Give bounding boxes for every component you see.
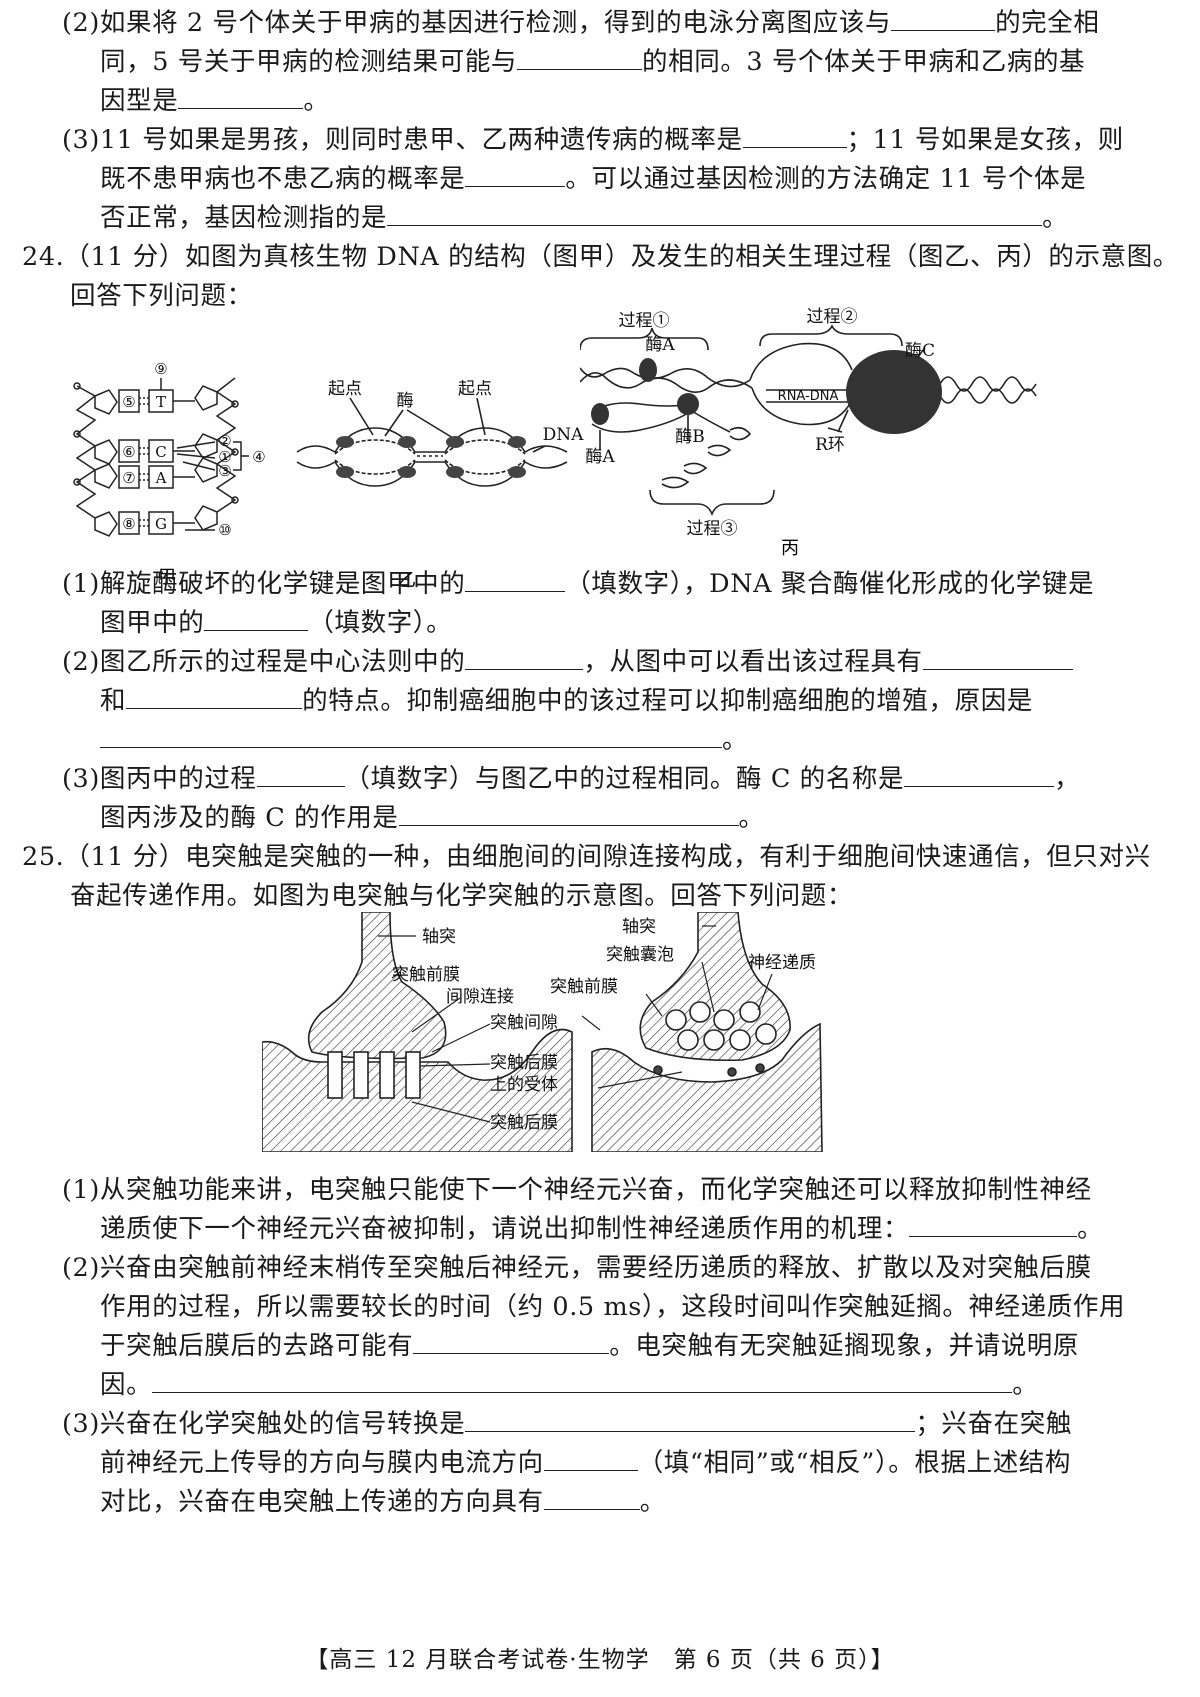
label-origin-1: 起点: [328, 380, 362, 399]
answer-blank[interactable]: [742, 125, 847, 148]
base-A: A: [155, 469, 167, 487]
base-G: G: [155, 515, 167, 533]
q24-p2-line2: 和的特点。抑制癌细胞中的该过程可以抑制癌细胞的增殖，原因是: [100, 686, 1033, 716]
q25-stem-line1: 25.（11 分）电突触是突触的一种，由细胞间的间隙连接构成，有利于细胞间快速通…: [22, 842, 1151, 872]
label-presynaptic-membrane-left: 突触前膜: [392, 965, 460, 985]
q23-p2-line1: (2)如果将 2 号个体关于甲病的基因进行检测，得到的电泳分离图应该与的完全相: [62, 8, 1100, 38]
figure-yi-replication: 起点 酶 起点 DNA 乙: [295, 380, 585, 590]
q23-p3-line3: 否正常，基因检测指的是。: [100, 203, 1069, 233]
num-1: ①: [218, 448, 231, 466]
label-r-loop: R环: [815, 435, 845, 455]
base-T: T: [156, 393, 166, 411]
q24-p2-line1: (2)图乙所示的过程是中心法则中的，从图中可以看出该过程具有: [62, 644, 1073, 680]
answer-blank[interactable]: [178, 86, 304, 109]
label-receptor-line2: 上的受体: [490, 1075, 558, 1095]
q23-p2-line3: 因型是。: [100, 86, 330, 116]
base-C: C: [155, 443, 166, 461]
num-3: ③: [218, 462, 231, 480]
label-receptor-line1: 突触后膜: [490, 1053, 558, 1073]
q24-stem-line1: 24.（11 分）如图为真核生物 DNA 的结构（图甲）及发生的相关生理过程（图…: [22, 242, 1179, 272]
answer-blank[interactable]: [517, 47, 643, 70]
answer-blank[interactable]: [465, 1409, 916, 1432]
q23-p2-line2: 同，5 号关于甲病的检测结果可能与的相同。3 号个体关于甲病和乙病的基: [100, 47, 1086, 77]
label-axon-left: 轴突: [422, 927, 456, 947]
answer-blank[interactable]: [909, 1214, 1078, 1237]
caption-jia: 甲: [158, 567, 176, 588]
label-enzyme-c: 酶C: [905, 341, 935, 361]
answer-blank[interactable]: [398, 803, 739, 826]
num-8: ⑧: [122, 515, 135, 533]
q25-stem-line2: 奋起传递作用。如图为电突触与化学突触的示意图。回答下列问题：: [70, 881, 854, 911]
num-10: ⑩: [218, 521, 231, 539]
num-5: ⑤: [122, 393, 135, 411]
q23-p3-line1: (3)11 号如果是男孩，则同时患甲、乙两种遗传病的概率是；11 号如果是女孩，…: [62, 125, 1124, 155]
q25-p3-line3: 对比，兴奋在电突触上传递的方向具有。: [100, 1487, 666, 1517]
answer-blank[interactable]: [152, 1370, 1013, 1393]
q25-p3-line2: 前神经元上传导的方向与膜内电流方向（填“相同”或“相反”）。根据上述结构: [100, 1448, 1071, 1478]
q24-p3-line1: (3)图丙中的过程（填数字）与图乙中的过程相同。酶 C 的名称是，: [62, 764, 1081, 794]
q24-p2-line3: 。: [100, 722, 748, 758]
answer-blank[interactable]: [126, 686, 303, 709]
num-6: ⑥: [122, 443, 135, 461]
num-2: ②: [218, 432, 231, 450]
answer-blank[interactable]: [465, 569, 566, 592]
answer-blank[interactable]: [387, 203, 1043, 226]
label-axon-right: 轴突: [622, 917, 656, 937]
q25-p2-line2: 作用的过程，所以需要较长的时间（约 0.5 ms），这段时间叫作突触延搁。神经递…: [100, 1292, 1126, 1322]
figure-synapses: 轴突 突触前膜 间隙连接 突触间隙 突触后膜 上的受体 突触后膜 轴突 突触囊泡…: [262, 912, 842, 1152]
label-enzyme-a-bottom: 酶A: [585, 447, 615, 467]
answer-blank[interactable]: [543, 1448, 638, 1471]
caption-bing: 丙: [781, 538, 799, 559]
answer-blank[interactable]: [465, 647, 584, 670]
label-rna-dna: RNA-DNA: [778, 389, 839, 404]
label-postsynaptic-membrane: 突触后膜: [490, 1113, 558, 1133]
label-origin-2: 起点: [458, 380, 492, 399]
label-synaptic-cleft: 突触间隙: [490, 1013, 558, 1033]
q24-stem-line2: 回答下列问题：: [70, 281, 253, 311]
figure-jia-dna-structure: ⑤ ⑥ ⑦ ⑧ T C A G ⑨ ② ① ③ ④ ⑩ 甲: [65, 358, 285, 588]
answer-blank[interactable]: [922, 647, 1073, 670]
q24-p3-line2: 图丙涉及的酶 C 的作用是。: [100, 803, 765, 833]
label-enzyme: 酶: [397, 391, 414, 411]
q25-p1-line1: (1)从突触功能来讲，电突触只能使下一个神经元兴奋，而化学突触还可以释放抑制性神…: [62, 1175, 1092, 1205]
label-neurotransmitter: 神经递质: [748, 953, 816, 973]
label-dna: DNA: [543, 425, 585, 445]
label-process-3: 过程③: [687, 519, 738, 539]
num-7: ⑦: [122, 469, 135, 487]
figure-bing-transcription: 过程① 过程② 酶A 酶C 酶B 酶A R环 过程③ RNA-DNA 丙: [580, 300, 1050, 560]
answer-blank[interactable]: [891, 8, 996, 31]
q24-p1-line1: (1)解旋酶破坏的化学键是图甲中的（填数字），DNA 聚合酶催化形成的化学键是: [62, 569, 1095, 599]
label-enzyme-b: 酶B: [675, 427, 705, 447]
page-footer: 【高三 12 月联合考试卷·生物学 第 6 页（共 6 页）】: [305, 1647, 895, 1673]
q25-p1-line2: 递质使下一个神经元兴奋被抑制，请说出抑制性神经递质作用的机理：。: [100, 1214, 1104, 1244]
answer-blank[interactable]: [100, 725, 722, 748]
q25-p2-line1: (2)兴奋由突触前神经末梢传至突触后神经元，需要经历递质的释放、扩散以及对突触后…: [62, 1253, 1092, 1283]
answer-blank[interactable]: [904, 764, 1055, 787]
q23-p3-line2: 既不患甲病也不患乙病的概率是。可以通过基因检测的方法确定 11 号个体是: [100, 164, 1087, 194]
answer-blank[interactable]: [256, 764, 345, 787]
answer-blank[interactable]: [413, 1331, 610, 1354]
label-vesicle: 突触囊泡: [606, 945, 674, 965]
q24-p1-line2: 图甲中的（填数字）。: [100, 608, 453, 638]
q25-p2-line3: 于突触后膜后的去路可能有。电突触有无突触延搁现象，并请说明原: [100, 1331, 1080, 1361]
q25-p3-line1: (3)兴奋在化学突触处的信号转换是；兴奋在突触: [62, 1409, 1072, 1439]
answer-blank[interactable]: [543, 1487, 640, 1510]
label-presynaptic-membrane-right: 突触前膜: [550, 977, 618, 997]
label-gap-junction: 间隙连接: [446, 987, 514, 1007]
num-9: ⑨: [154, 360, 167, 378]
q25-p2-line4: 因。。: [100, 1370, 1039, 1400]
label-process-1: 过程①: [619, 311, 670, 331]
label-enzyme-a-top: 酶A: [645, 335, 675, 355]
num-4: ④: [252, 448, 265, 466]
answer-blank[interactable]: [204, 608, 309, 631]
label-process-2: 过程②: [807, 307, 858, 327]
caption-yi: 乙: [398, 570, 416, 590]
answer-blank[interactable]: [465, 164, 566, 187]
